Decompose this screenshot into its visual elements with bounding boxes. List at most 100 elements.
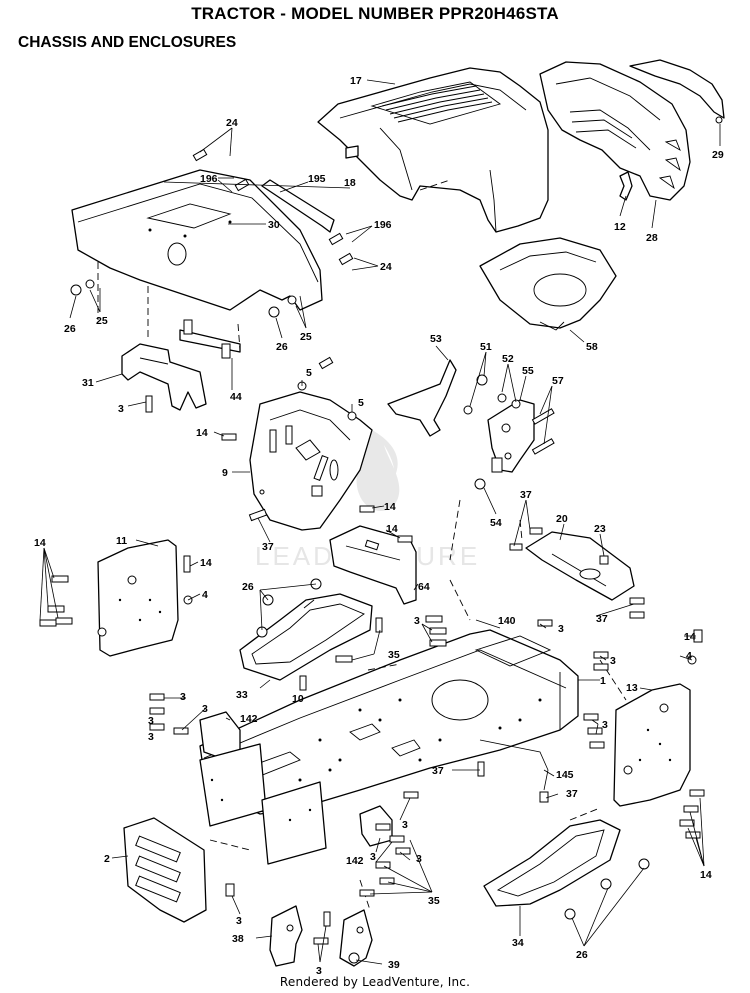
callout-3: 3 bbox=[416, 853, 422, 865]
callout-14: 14 bbox=[200, 557, 212, 569]
part-heat-shield bbox=[479, 237, 617, 331]
part-dash-tower bbox=[249, 391, 373, 531]
callout-25: 25 bbox=[96, 315, 108, 327]
callout-145: 145 bbox=[556, 769, 574, 781]
callout-4: 4 bbox=[202, 589, 208, 601]
callout-31: 31 bbox=[82, 377, 94, 389]
section-subtitle: CHASSIS AND ENCLOSURES bbox=[18, 34, 237, 51]
callout-3: 3 bbox=[402, 819, 408, 831]
callout-3: 3 bbox=[180, 691, 186, 703]
callout-17: 17 bbox=[350, 75, 362, 87]
callout-3: 3 bbox=[236, 915, 242, 927]
callout-14: 14 bbox=[384, 501, 396, 513]
callout-14: 14 bbox=[386, 523, 398, 535]
callout-18: 18 bbox=[344, 177, 356, 189]
callout-3: 3 bbox=[202, 703, 208, 715]
part-pedal-bracket bbox=[387, 359, 457, 437]
hardware-fasteners bbox=[39, 148, 705, 945]
part-brake-bracket bbox=[487, 399, 535, 473]
callout-34: 34 bbox=[512, 937, 524, 949]
callout-57: 57 bbox=[552, 375, 564, 387]
callout-11: 11 bbox=[116, 535, 127, 547]
footer-credit: Rendered by LeadVenture, Inc. bbox=[279, 975, 471, 989]
callout-35: 35 bbox=[388, 649, 400, 661]
callout-20: 20 bbox=[556, 513, 568, 525]
callout-3: 3 bbox=[558, 623, 564, 635]
callout-12: 12 bbox=[614, 221, 626, 233]
callout-44: 44 bbox=[230, 391, 242, 403]
callout-26: 26 bbox=[276, 341, 288, 353]
part-hood-latch bbox=[619, 171, 633, 201]
part-dash-support bbox=[121, 319, 241, 411]
callout-37: 37 bbox=[566, 788, 578, 800]
callout-37: 37 bbox=[520, 489, 532, 501]
part-hood-bracket bbox=[261, 179, 335, 233]
callout-195: 195 bbox=[308, 173, 326, 185]
callout-3: 3 bbox=[118, 403, 124, 415]
callout-labels: 17 29 24 196 195 18 12 28 30 196 24 26 2… bbox=[34, 75, 724, 977]
callout-9: 9 bbox=[222, 467, 228, 479]
part-mounting-plate bbox=[525, 531, 635, 601]
callout-2: 2 bbox=[104, 853, 110, 865]
diagram-title: TRACTOR - MODEL NUMBER PPR20H46STA bbox=[191, 4, 559, 23]
part-rear-bracket-left bbox=[269, 905, 303, 967]
part-footrest-left bbox=[239, 593, 373, 681]
part-dash-lower-bracket bbox=[329, 525, 417, 605]
part-main-frame bbox=[199, 629, 579, 815]
callout-26: 26 bbox=[242, 581, 254, 593]
callout-37: 37 bbox=[596, 613, 608, 625]
callout-5: 5 bbox=[306, 367, 312, 379]
callout-23: 23 bbox=[594, 523, 606, 535]
callout-37: 37 bbox=[262, 541, 274, 553]
callout-3: 3 bbox=[414, 615, 420, 627]
part-rod bbox=[479, 739, 549, 791]
callout-142: 142 bbox=[240, 713, 258, 725]
callout-24: 24 bbox=[226, 117, 238, 129]
callout-51: 51 bbox=[480, 341, 492, 353]
callout-3: 3 bbox=[148, 731, 154, 743]
part-rear-bracket-right bbox=[339, 909, 373, 967]
callout-39: 39 bbox=[388, 959, 400, 971]
callout-3: 3 bbox=[316, 965, 322, 977]
callout-24: 24 bbox=[380, 261, 392, 273]
callout-14: 14 bbox=[684, 631, 696, 643]
callout-5: 5 bbox=[358, 397, 364, 409]
assembly-guide-lines bbox=[97, 179, 627, 911]
callout-140: 140 bbox=[498, 615, 516, 627]
callout-37: 37 bbox=[432, 765, 444, 777]
callout-10: 10 bbox=[292, 693, 304, 705]
callout-196: 196 bbox=[200, 173, 218, 185]
callout-54: 54 bbox=[490, 517, 502, 529]
part-hood bbox=[317, 67, 549, 233]
callout-33: 33 bbox=[236, 689, 248, 701]
callout-3: 3 bbox=[148, 715, 154, 727]
callout-196: 196 bbox=[374, 219, 392, 231]
callout-4: 4 bbox=[686, 650, 692, 662]
callout-25: 25 bbox=[300, 331, 312, 343]
callout-52: 52 bbox=[502, 353, 514, 365]
part-front-panel bbox=[123, 817, 207, 923]
callout-64: 64 bbox=[418, 581, 430, 593]
callout-28: 28 bbox=[646, 232, 658, 244]
leader-lines bbox=[39, 79, 721, 965]
part-footrest-right bbox=[483, 819, 621, 907]
callout-14: 14 bbox=[196, 427, 208, 439]
part-side-panel-right bbox=[613, 683, 691, 807]
part-side-panel-left bbox=[97, 539, 179, 657]
callout-58: 58 bbox=[586, 341, 598, 353]
callout-35: 35 bbox=[428, 895, 440, 907]
callout-142: 142 bbox=[346, 855, 364, 867]
callout-13: 13 bbox=[626, 682, 638, 694]
callout-55: 55 bbox=[522, 365, 534, 377]
callout-14: 14 bbox=[700, 869, 712, 881]
callout-3: 3 bbox=[602, 719, 608, 731]
part-grille-front bbox=[629, 59, 725, 124]
part-dash-panel bbox=[71, 169, 323, 311]
callout-38: 38 bbox=[232, 933, 244, 945]
callout-26: 26 bbox=[64, 323, 76, 335]
callout-14: 14 bbox=[34, 537, 46, 549]
callout-26: 26 bbox=[576, 949, 588, 961]
callout-53: 53 bbox=[430, 333, 442, 345]
part-frame-side-plate bbox=[199, 743, 327, 865]
